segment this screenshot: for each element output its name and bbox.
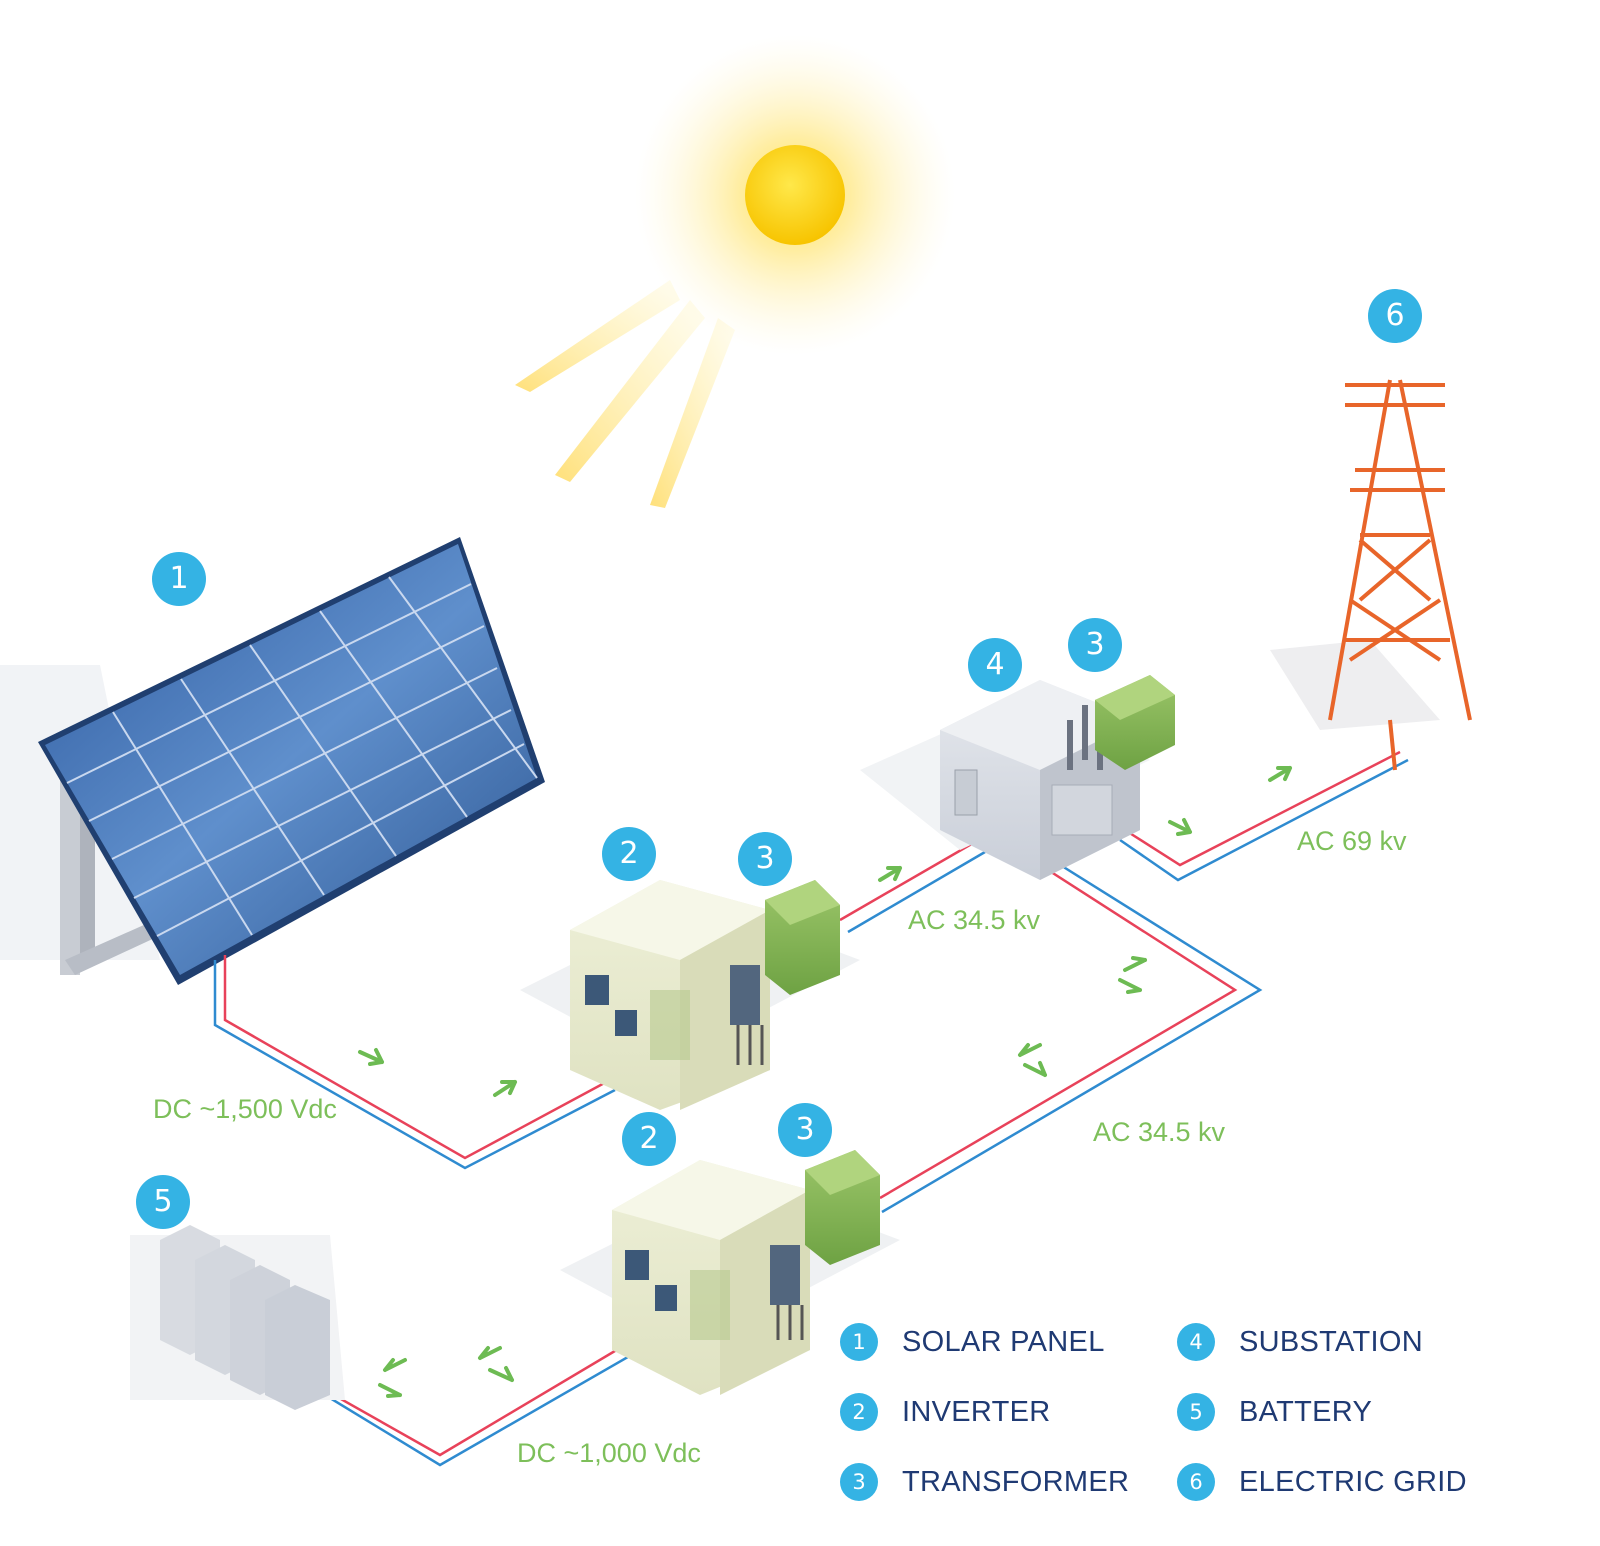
- label-ac-inverter-bottom: AC 34.5 kv: [1093, 1117, 1226, 1147]
- badge-battery: 5: [136, 1175, 190, 1229]
- badge-substation: 4: [968, 638, 1022, 692]
- label-ac-grid: AC 69 kv: [1297, 826, 1407, 856]
- badge-inverter-top: 2: [602, 827, 656, 881]
- wires: [213, 750, 1409, 1467]
- transformer-icon: [805, 1150, 880, 1265]
- transmission-tower-icon: [1270, 379, 1472, 771]
- legend-label: ELECTRIC GRID: [1239, 1465, 1467, 1498]
- solar-panel-icon: [0, 537, 545, 985]
- legend-number: 4: [1177, 1323, 1215, 1361]
- legend-number: 2: [840, 1393, 878, 1431]
- sun-icon: [515, 35, 955, 508]
- label-ac-inverter-top: AC 34.5 kv: [908, 905, 1041, 935]
- badge-grid: 6: [1368, 289, 1422, 343]
- badge-transformer-bottom: 3: [778, 1103, 832, 1157]
- label-dc-battery: DC ~1,000 Vdc: [517, 1438, 701, 1468]
- badge-transformer-substation: 3: [1068, 618, 1122, 672]
- legend-item: 6 ELECTRIC GRID: [1177, 1462, 1467, 1502]
- legend-number: 5: [1177, 1393, 1215, 1431]
- transformer-icon: [765, 880, 840, 995]
- legend-number: 1: [840, 1323, 878, 1361]
- transformer-icon: [1095, 675, 1175, 770]
- badge-solar-panel: 1: [152, 552, 206, 606]
- arrow-icon: [358, 766, 1292, 1398]
- inverter-icon: [520, 880, 860, 1110]
- legend-label: TRANSFORMER: [902, 1465, 1130, 1498]
- legend-item: 3 TRANSFORMER: [840, 1462, 1129, 1502]
- legend-label: SUBSTATION: [1239, 1325, 1423, 1358]
- badge-inverter-bottom: 2: [622, 1112, 676, 1166]
- label-dc-panel: DC ~1,500 Vdc: [153, 1094, 337, 1124]
- legend-number: 3: [840, 1463, 878, 1501]
- legend-item: 4 SUBSTATION: [1177, 1322, 1423, 1362]
- legend-item: 2 INVERTER: [840, 1392, 1051, 1432]
- legend-number: 6: [1177, 1463, 1215, 1501]
- legend-label: SOLAR PANEL: [902, 1325, 1105, 1358]
- legend-item: 1 SOLAR PANEL: [840, 1322, 1105, 1362]
- badge-transformer-top: 3: [738, 832, 792, 886]
- legend-label: BATTERY: [1239, 1395, 1373, 1428]
- legend-item: 5 BATTERY: [1177, 1392, 1372, 1432]
- battery-icon: [130, 1225, 345, 1410]
- legend-label: INVERTER: [902, 1395, 1051, 1428]
